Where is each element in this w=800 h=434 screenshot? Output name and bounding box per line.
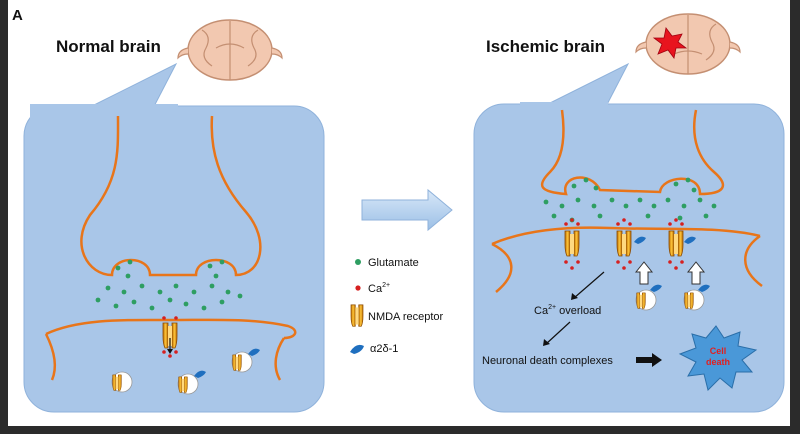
ischemic-presynaptic-membrane: [540, 109, 725, 196]
ischemic-ca-overload-rest: overload: [556, 305, 601, 317]
nmda-receptor-icon: [350, 304, 364, 327]
a2d1-icon: [350, 344, 364, 354]
death-arrow-icon: [636, 353, 662, 367]
frame-left: [0, 0, 8, 434]
ischemic-postsynaptic-membrane: [491, 226, 761, 246]
process-arrow-icon: [361, 188, 453, 232]
ischemic-synapse-panel: Ca2+ overload Neuronal death complexes C…: [473, 62, 785, 413]
svg-text:Ca2+: Ca2+: [368, 282, 390, 295]
legend-nmda: NMDA receptor: [368, 311, 444, 323]
panel-label: A: [12, 7, 23, 24]
ischemic-vesicle-2: [683, 284, 710, 311]
normal-synapse-panel: [23, 62, 325, 413]
brain-icon: [635, 13, 741, 75]
legend: Glutamate Ca2+ NMDA receptor α2δ-1: [350, 257, 444, 355]
brain-icon: [177, 19, 283, 81]
normal-brain-title: Normal brain: [56, 37, 161, 56]
frame-bottom: [0, 426, 800, 434]
normal-vesicle-3: [231, 348, 260, 373]
cell-death-line1: Cell: [710, 346, 727, 356]
svg-text:Ca2+ overload: Ca2+ overload: [534, 304, 601, 317]
ischemic-glutamate-cluster: [543, 177, 717, 223]
normal-vesicle-2: [177, 370, 206, 395]
ischemic-lesion: [652, 27, 688, 59]
legend-calcium: Ca: [368, 283, 383, 295]
cell-death-line2: death: [706, 357, 730, 367]
frame-right: [790, 0, 800, 434]
ischemic-vesicle-1: [635, 284, 662, 311]
legend-glutamate: Glutamate: [368, 257, 419, 269]
ischemic-ca-overload-sup: 2+: [548, 304, 556, 311]
ischemic-death-complexes: Neuronal death complexes: [482, 355, 613, 367]
ischemic-brain-title: Ischemic brain: [486, 37, 605, 56]
calcium-dot-icon: [355, 285, 361, 291]
ischemic-calcium-ions: [564, 218, 684, 270]
cell-death-star: [678, 325, 758, 391]
legend-a2d1: α2δ-1: [370, 343, 398, 355]
glutamate-dot-icon: [355, 259, 361, 265]
normal-vesicle-1: [111, 371, 133, 393]
legend-calcium-sup: 2+: [382, 282, 390, 289]
ischemic-ca-overload: Ca: [534, 305, 549, 317]
normal-glutamate-cluster: [95, 259, 243, 311]
normal-postsynaptic-membrane: [45, 318, 297, 340]
normal-presynaptic-membrane: [80, 115, 262, 277]
